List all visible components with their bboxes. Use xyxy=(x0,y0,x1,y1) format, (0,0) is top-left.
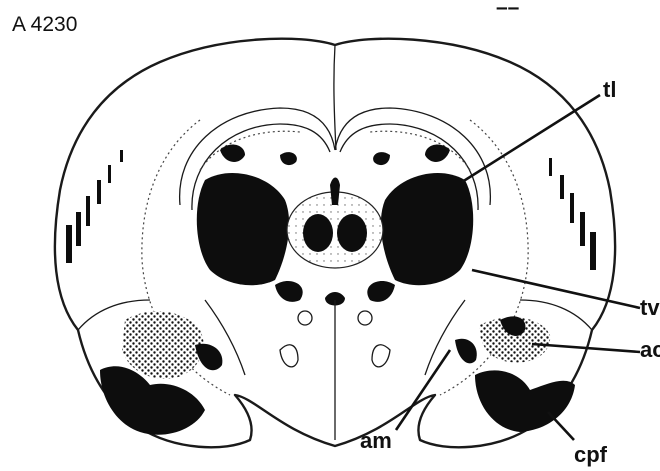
thalamus-left-mass xyxy=(197,145,297,286)
label-cpf: cpf xyxy=(574,442,608,467)
label-tl: tl xyxy=(603,77,616,102)
label-am: am xyxy=(360,428,392,453)
top-fragment-text: –– xyxy=(496,0,520,19)
left-cortex-streaks xyxy=(66,150,123,263)
midline-nuclei xyxy=(275,178,395,306)
plate-id: A 4230 xyxy=(12,13,77,36)
label-ac: ac xyxy=(640,337,660,362)
left-ventral-region xyxy=(100,311,222,434)
thalamus-right-mass xyxy=(373,145,473,286)
ventral-structures xyxy=(205,300,465,440)
right-cortex-streaks xyxy=(549,158,596,270)
right-ventral-region xyxy=(455,316,575,432)
label-tv: tv xyxy=(640,295,660,320)
